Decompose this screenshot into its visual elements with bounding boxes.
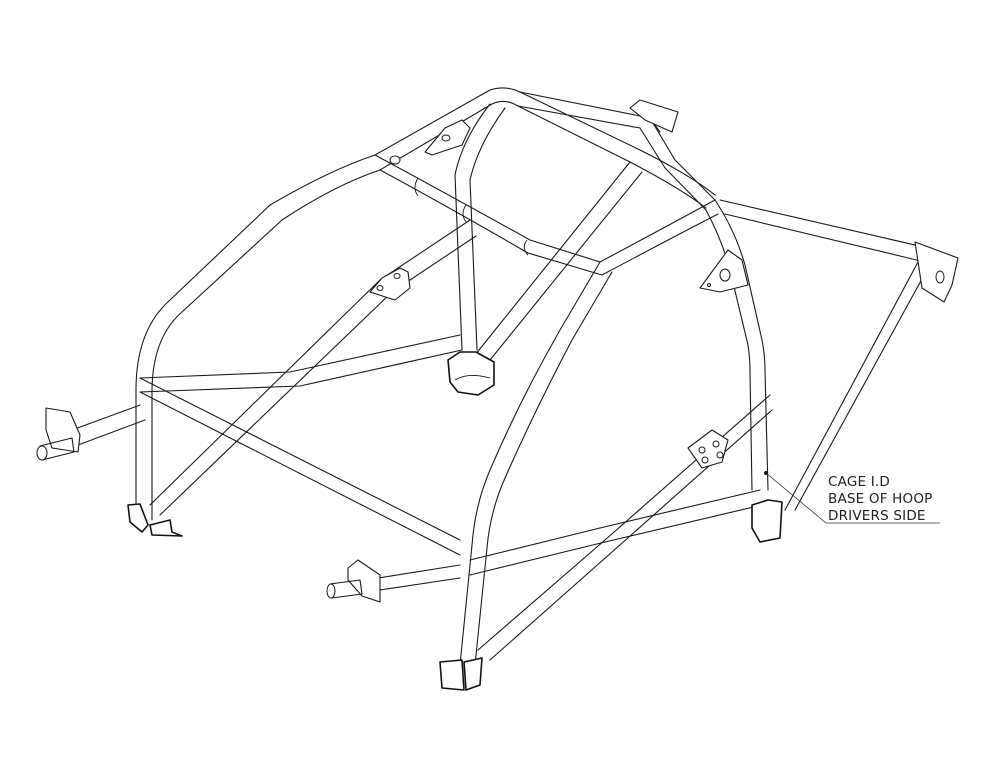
annotation-line-2: BASE OF HOOP (828, 491, 933, 507)
driver-side-hoop (459, 199, 769, 666)
mounting-feet (127, 99, 959, 691)
gussets (369, 119, 749, 469)
left-door-bars (139, 219, 477, 516)
right-door-bars (469, 394, 773, 661)
main-hoop (135, 87, 716, 521)
roof-cross-bar (374, 154, 719, 276)
center-down-tube (454, 103, 506, 351)
lower-diagonal (139, 377, 461, 556)
annotation-line-1: CAGE I.D (828, 474, 890, 490)
cage-id-annotation: CAGE I.D BASE OF HOOP DRIVERS SIDE (764, 471, 940, 524)
rear-roof-bar (517, 91, 716, 211)
diagonal-brace-top (474, 161, 643, 361)
front-outrigger (326, 559, 461, 603)
annotation-line-3: DRIVERS SIDE (828, 508, 926, 524)
left-outrigger (36, 404, 146, 461)
rear-outrigger (719, 199, 929, 511)
